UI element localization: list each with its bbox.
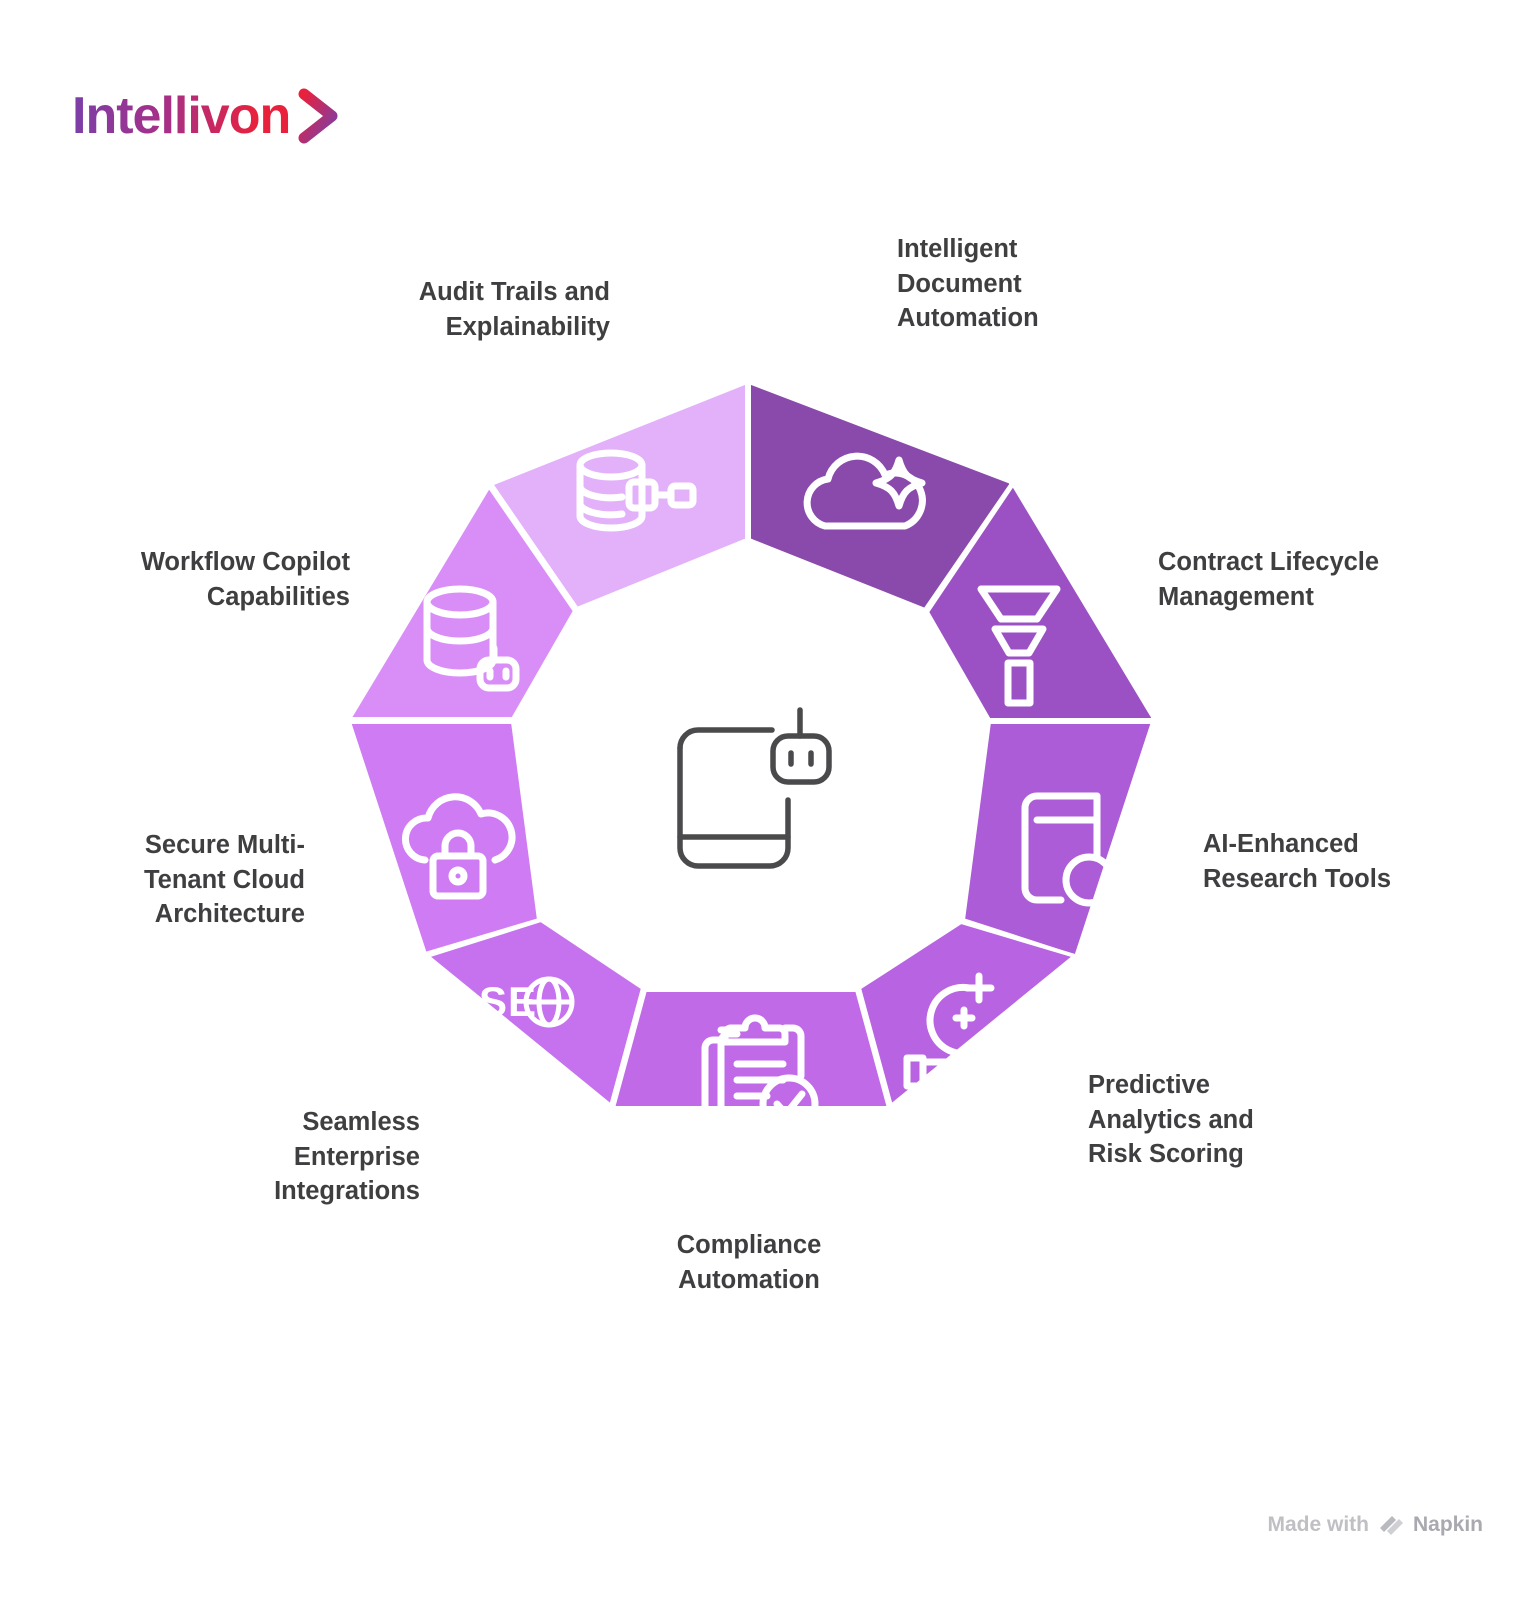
cloud-sparkle-icon — [803, 452, 926, 530]
label-workflow-copilot-capabilities: Workflow Copilot Capabilities — [140, 548, 350, 611]
brand-name: Intellivon — [72, 87, 291, 145]
segment-workflow-copilot-capabilities[interactable] — [347, 484, 577, 721]
made-with-text: Made with — [1267, 1513, 1369, 1536]
document-robot-icon — [677, 707, 832, 869]
label-seamless-enterprise-integrations: Seamless Enterprise Integrations — [274, 1108, 420, 1206]
segment-ai-enhanced-research-tools[interactable] — [961, 720, 1155, 959]
funnel-filter-icon — [977, 585, 1061, 707]
label-secure-multi-tenant-cloud-architecture: Secure Multi- Tenant Cloud Architecture — [143, 831, 305, 929]
label-ai-enhanced-research-tools: AI-Enhanced Research Tools — [1203, 830, 1392, 893]
label-predictive-analytics-risk-scoring: Predictive Analytics and Risk Scoring — [1088, 1071, 1254, 1169]
label-intelligent-document-automation: Intelligent Document Automation — [897, 235, 1039, 333]
segment-compliance-automation[interactable] — [611, 988, 891, 1136]
seo-globe-icon: SE — [479, 976, 575, 1028]
napkin-logo-icon — [1379, 1516, 1403, 1535]
clipboard-check-icon — [701, 1014, 819, 1136]
segment-secure-multi-tenant-cloud-architecture[interactable] — [347, 720, 541, 956]
chevron-right-icon — [298, 88, 338, 144]
made-with-napkin-credit: Made with Napkin — [1267, 1513, 1483, 1537]
label-audit-trails-explainability: Audit Trails and Explainability — [418, 278, 610, 341]
segment-audit-trails-explainability[interactable] — [489, 380, 749, 611]
cloud-lock-icon — [402, 793, 516, 900]
segment-predictive-analytics-risk-scoring[interactable] — [857, 920, 1077, 1111]
database-network-icon — [576, 449, 697, 532]
ring-segments-svg: SE — [347, 380, 1155, 1136]
database-robot-icon — [423, 585, 520, 692]
label-compliance-automation: Compliance Automation — [676, 1231, 822, 1294]
napkin-product-name: Napkin — [1412, 1513, 1483, 1536]
segment-seamless-enterprise-integrations[interactable]: SE — [425, 918, 645, 1108]
brand-logo: Intellivon — [72, 88, 344, 144]
book-search-icon — [1021, 792, 1123, 914]
hand-sparkle-orb-icon — [903, 972, 1005, 1111]
label-contract-lifecycle-management: Contract Lifecycle Management — [1158, 548, 1380, 611]
